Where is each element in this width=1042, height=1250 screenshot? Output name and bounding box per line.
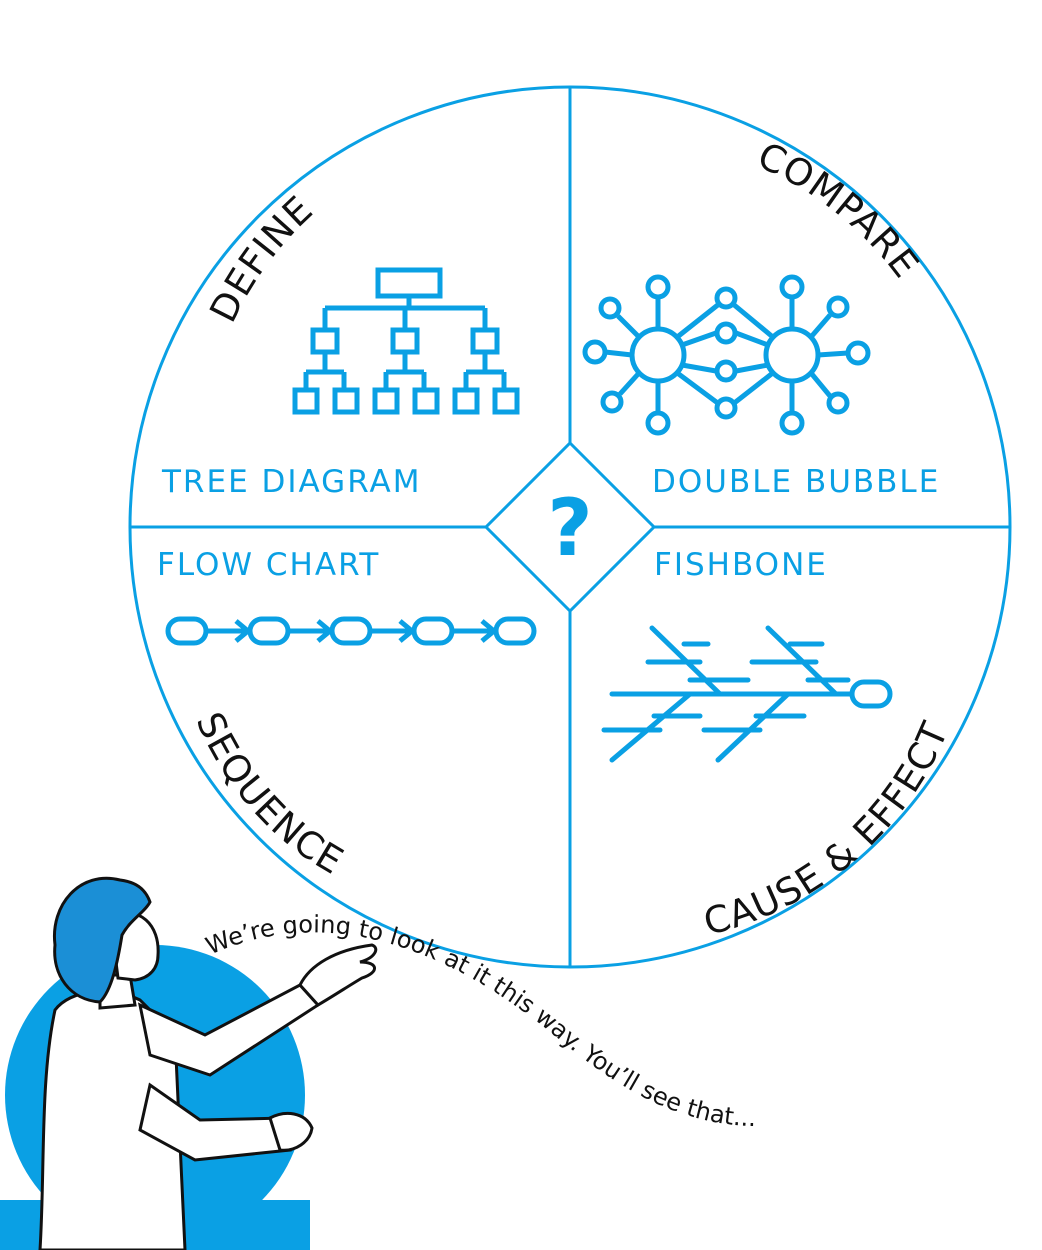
presenter-illustration — [0, 876, 378, 1250]
category-compare: COMPARE — [751, 134, 927, 286]
question-mark-icon: ? — [547, 484, 592, 574]
category-cause-effect-text: CAUSE & EFFECT — [699, 715, 956, 943]
center-diamond — [483, 440, 657, 614]
map-label-double-bubble: DOUBLE BUBBLE — [652, 464, 940, 500]
presenter-raised-hand — [298, 943, 378, 1007]
presenter-hair — [52, 876, 152, 1004]
category-define: DEFINE — [201, 187, 321, 329]
map-label-fishbone: FISHBONE — [654, 547, 828, 583]
category-cause-effect: CAUSE & EFFECT — [699, 715, 957, 943]
thinking-maps-wheel: ? — [128, 85, 1012, 969]
category-sequence-text: SEQUENCE — [188, 706, 350, 883]
flow-chart-icon — [165, 616, 537, 646]
map-label-tree-diagram: TREE DIAGRAM — [161, 464, 421, 500]
map-label-flow-chart: FLOW CHART — [157, 547, 380, 583]
presenter-lower-hand — [268, 1111, 314, 1152]
tree-diagram-icon — [292, 267, 520, 415]
category-compare-text: COMPARE — [751, 134, 926, 286]
category-sequence: SEQUENCE — [188, 706, 351, 883]
category-define-text: DEFINE — [201, 187, 320, 329]
fishbone-icon — [601, 625, 893, 763]
double-bubble-icon — [582, 274, 871, 436]
